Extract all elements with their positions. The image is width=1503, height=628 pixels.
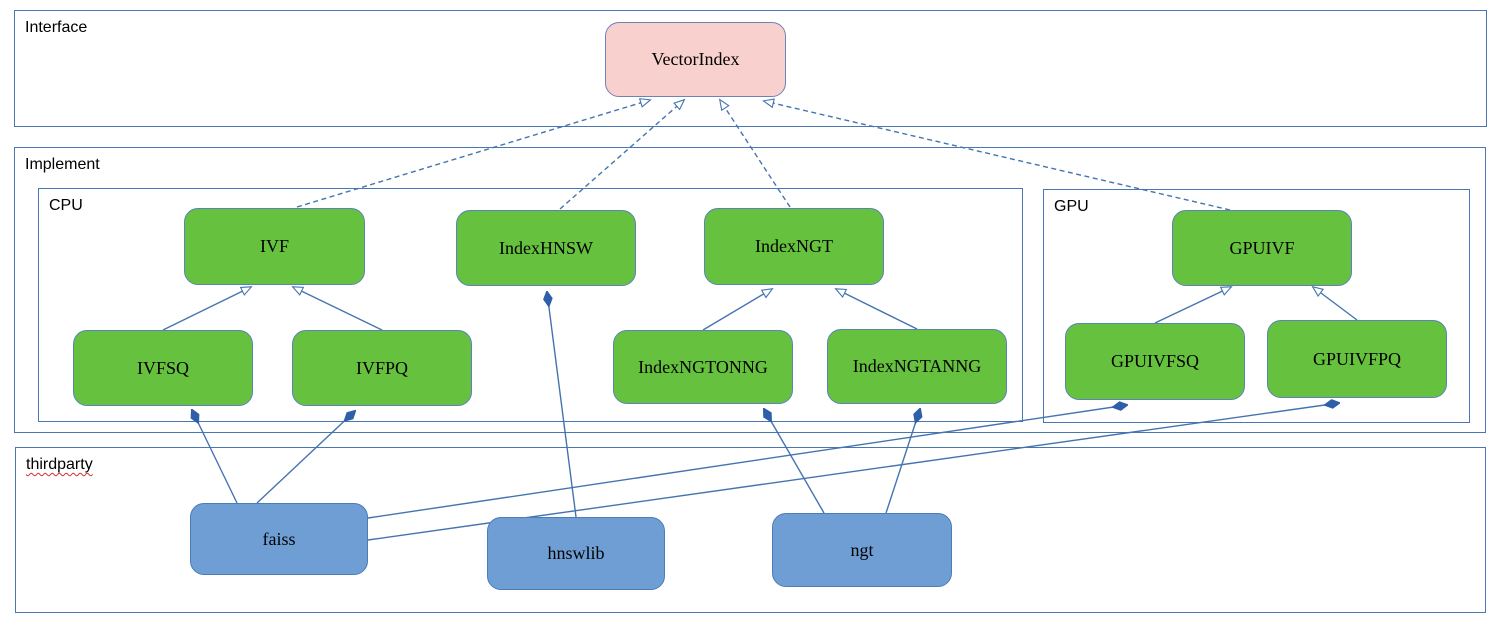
- container-implement[interactable]: Implement: [14, 147, 1486, 433]
- node-indexhnsw[interactable]: IndexHNSW: [456, 210, 636, 286]
- container-cpu-label: CPU: [49, 197, 83, 214]
- node-ivfsq-label: IVFSQ: [136, 357, 189, 378]
- container-interface[interactable]: Interface: [14, 10, 1487, 127]
- node-indexngt-label: IndexNGT: [755, 236, 833, 256]
- node-ivfpq[interactable]: IVFPQ: [292, 330, 472, 406]
- node-gpuivf[interactable]: GPUIVF: [1172, 210, 1352, 286]
- edge-gpuivfsq-gpuivf: [1154, 286, 1233, 324]
- node-hnswlib[interactable]: hnswlib: [487, 517, 665, 590]
- node-faiss-label: faiss: [262, 528, 296, 549]
- container-interface-label: Interface: [25, 19, 88, 36]
- edge-ngt-indexngtanng: [885, 409, 920, 514]
- node-indexhnsw-label: IndexHNSW: [499, 237, 593, 258]
- node-indexngtanng-label: IndexNGTANNG: [852, 356, 982, 376]
- node-indexngtonng[interactable]: IndexNGTONNG: [613, 330, 793, 404]
- edge-ivf-vectorindex: [296, 98, 652, 208]
- edge-indexngt-vectorindex: [718, 98, 791, 208]
- container-gpu-label: GPU: [1054, 198, 1089, 215]
- edge-faiss-ivfsq: [192, 410, 238, 504]
- edge-ivfpq-ivf: [291, 286, 383, 331]
- container-thirdparty-label: thirdparty: [26, 456, 93, 473]
- node-vectorindex-label: VectorIndex: [651, 49, 740, 69]
- edge-ngt-indexngtonng: [764, 409, 825, 514]
- node-indexngt[interactable]: IndexNGT: [704, 208, 884, 285]
- edge-gpuivfpq-gpuivf: [1311, 285, 1358, 321]
- node-ngt[interactable]: ngt: [772, 513, 952, 587]
- node-gpuivfsq[interactable]: GPUIVFSQ: [1065, 323, 1245, 400]
- node-indexngtonng-label: IndexNGTONNG: [638, 356, 768, 377]
- node-vectorindex[interactable]: VectorIndex: [605, 22, 786, 97]
- container-implement-label: Implement: [25, 156, 100, 173]
- node-ivf-label: IVF: [259, 236, 289, 256]
- node-ivfsq[interactable]: IVFSQ: [73, 330, 253, 406]
- container-thirdparty[interactable]: thirdparty: [15, 447, 1486, 613]
- node-ngt-label: ngt: [850, 539, 874, 560]
- container-gpu[interactable]: GPU: [1043, 189, 1470, 423]
- node-gpuivfpq-label: GPUIVFPQ: [1312, 348, 1402, 369]
- node-indexngtanng[interactable]: IndexNGTANNG: [827, 329, 1007, 404]
- node-gpuivfpq[interactable]: GPUIVFPQ: [1267, 320, 1447, 398]
- edge-indexngtonng-indexngt: [702, 288, 774, 331]
- node-gpuivfsq-label: GPUIVFSQ: [1110, 351, 1200, 371]
- container-cpu[interactable]: CPU: [38, 188, 1023, 422]
- edge-faiss-ivfpq: [256, 411, 355, 504]
- node-gpuivf-label: GPUIVF: [1229, 237, 1295, 258]
- edge-gpuivf-vectorindex: [762, 98, 1231, 211]
- edge-hnswlib-indexhnsw: [547, 292, 577, 518]
- edge-indexngtanng-indexngt: [834, 288, 918, 330]
- edge-indexhnsw-vectorindex: [559, 98, 686, 210]
- node-ivf[interactable]: IVF: [184, 208, 365, 285]
- node-hnswlib-label: hnswlib: [547, 543, 605, 563]
- edge-ivfsq-ivf: [162, 286, 253, 331]
- node-ivfpq-label: IVFPQ: [355, 357, 408, 378]
- edge-faiss-gpuivfsq: [367, 405, 1127, 519]
- node-faiss[interactable]: faiss: [190, 503, 368, 575]
